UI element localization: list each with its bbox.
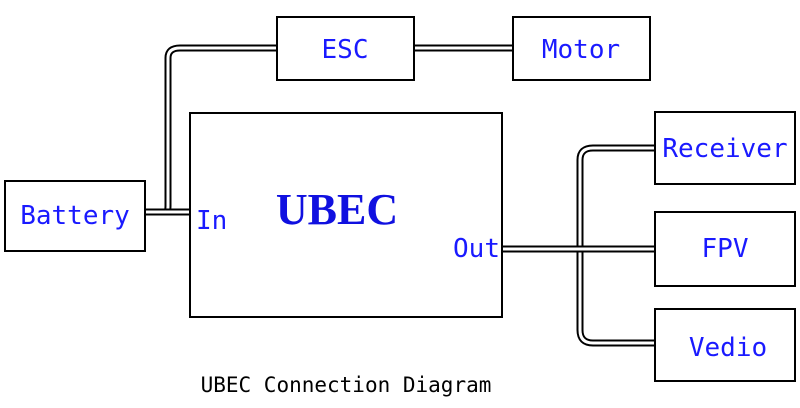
ubec-title: UBEC bbox=[276, 185, 398, 234]
battery-label: Battery bbox=[20, 201, 130, 231]
esc-label: ESC bbox=[322, 35, 369, 65]
diagram-caption: UBEC Connection Diagram bbox=[201, 373, 492, 397]
battery-block: Battery bbox=[4, 180, 146, 252]
motor-block: Motor bbox=[512, 16, 651, 81]
vedio-block: Vedio bbox=[654, 308, 796, 382]
wire-branch-vertical bbox=[576, 144, 655, 347]
wires bbox=[145, 44, 655, 347]
motor-label: Motor bbox=[542, 35, 620, 65]
receiver-label: Receiver bbox=[662, 134, 787, 164]
fpv-label: FPV bbox=[702, 234, 749, 264]
vedio-label: Vedio bbox=[689, 333, 767, 363]
in-port-label: In bbox=[196, 206, 227, 236]
esc-block: ESC bbox=[276, 16, 415, 81]
ubec-block: UBEC In Out bbox=[189, 112, 503, 318]
fpv-block: FPV bbox=[654, 211, 796, 287]
out-port-label: Out bbox=[453, 234, 500, 264]
receiver-block: Receiver bbox=[654, 111, 796, 185]
